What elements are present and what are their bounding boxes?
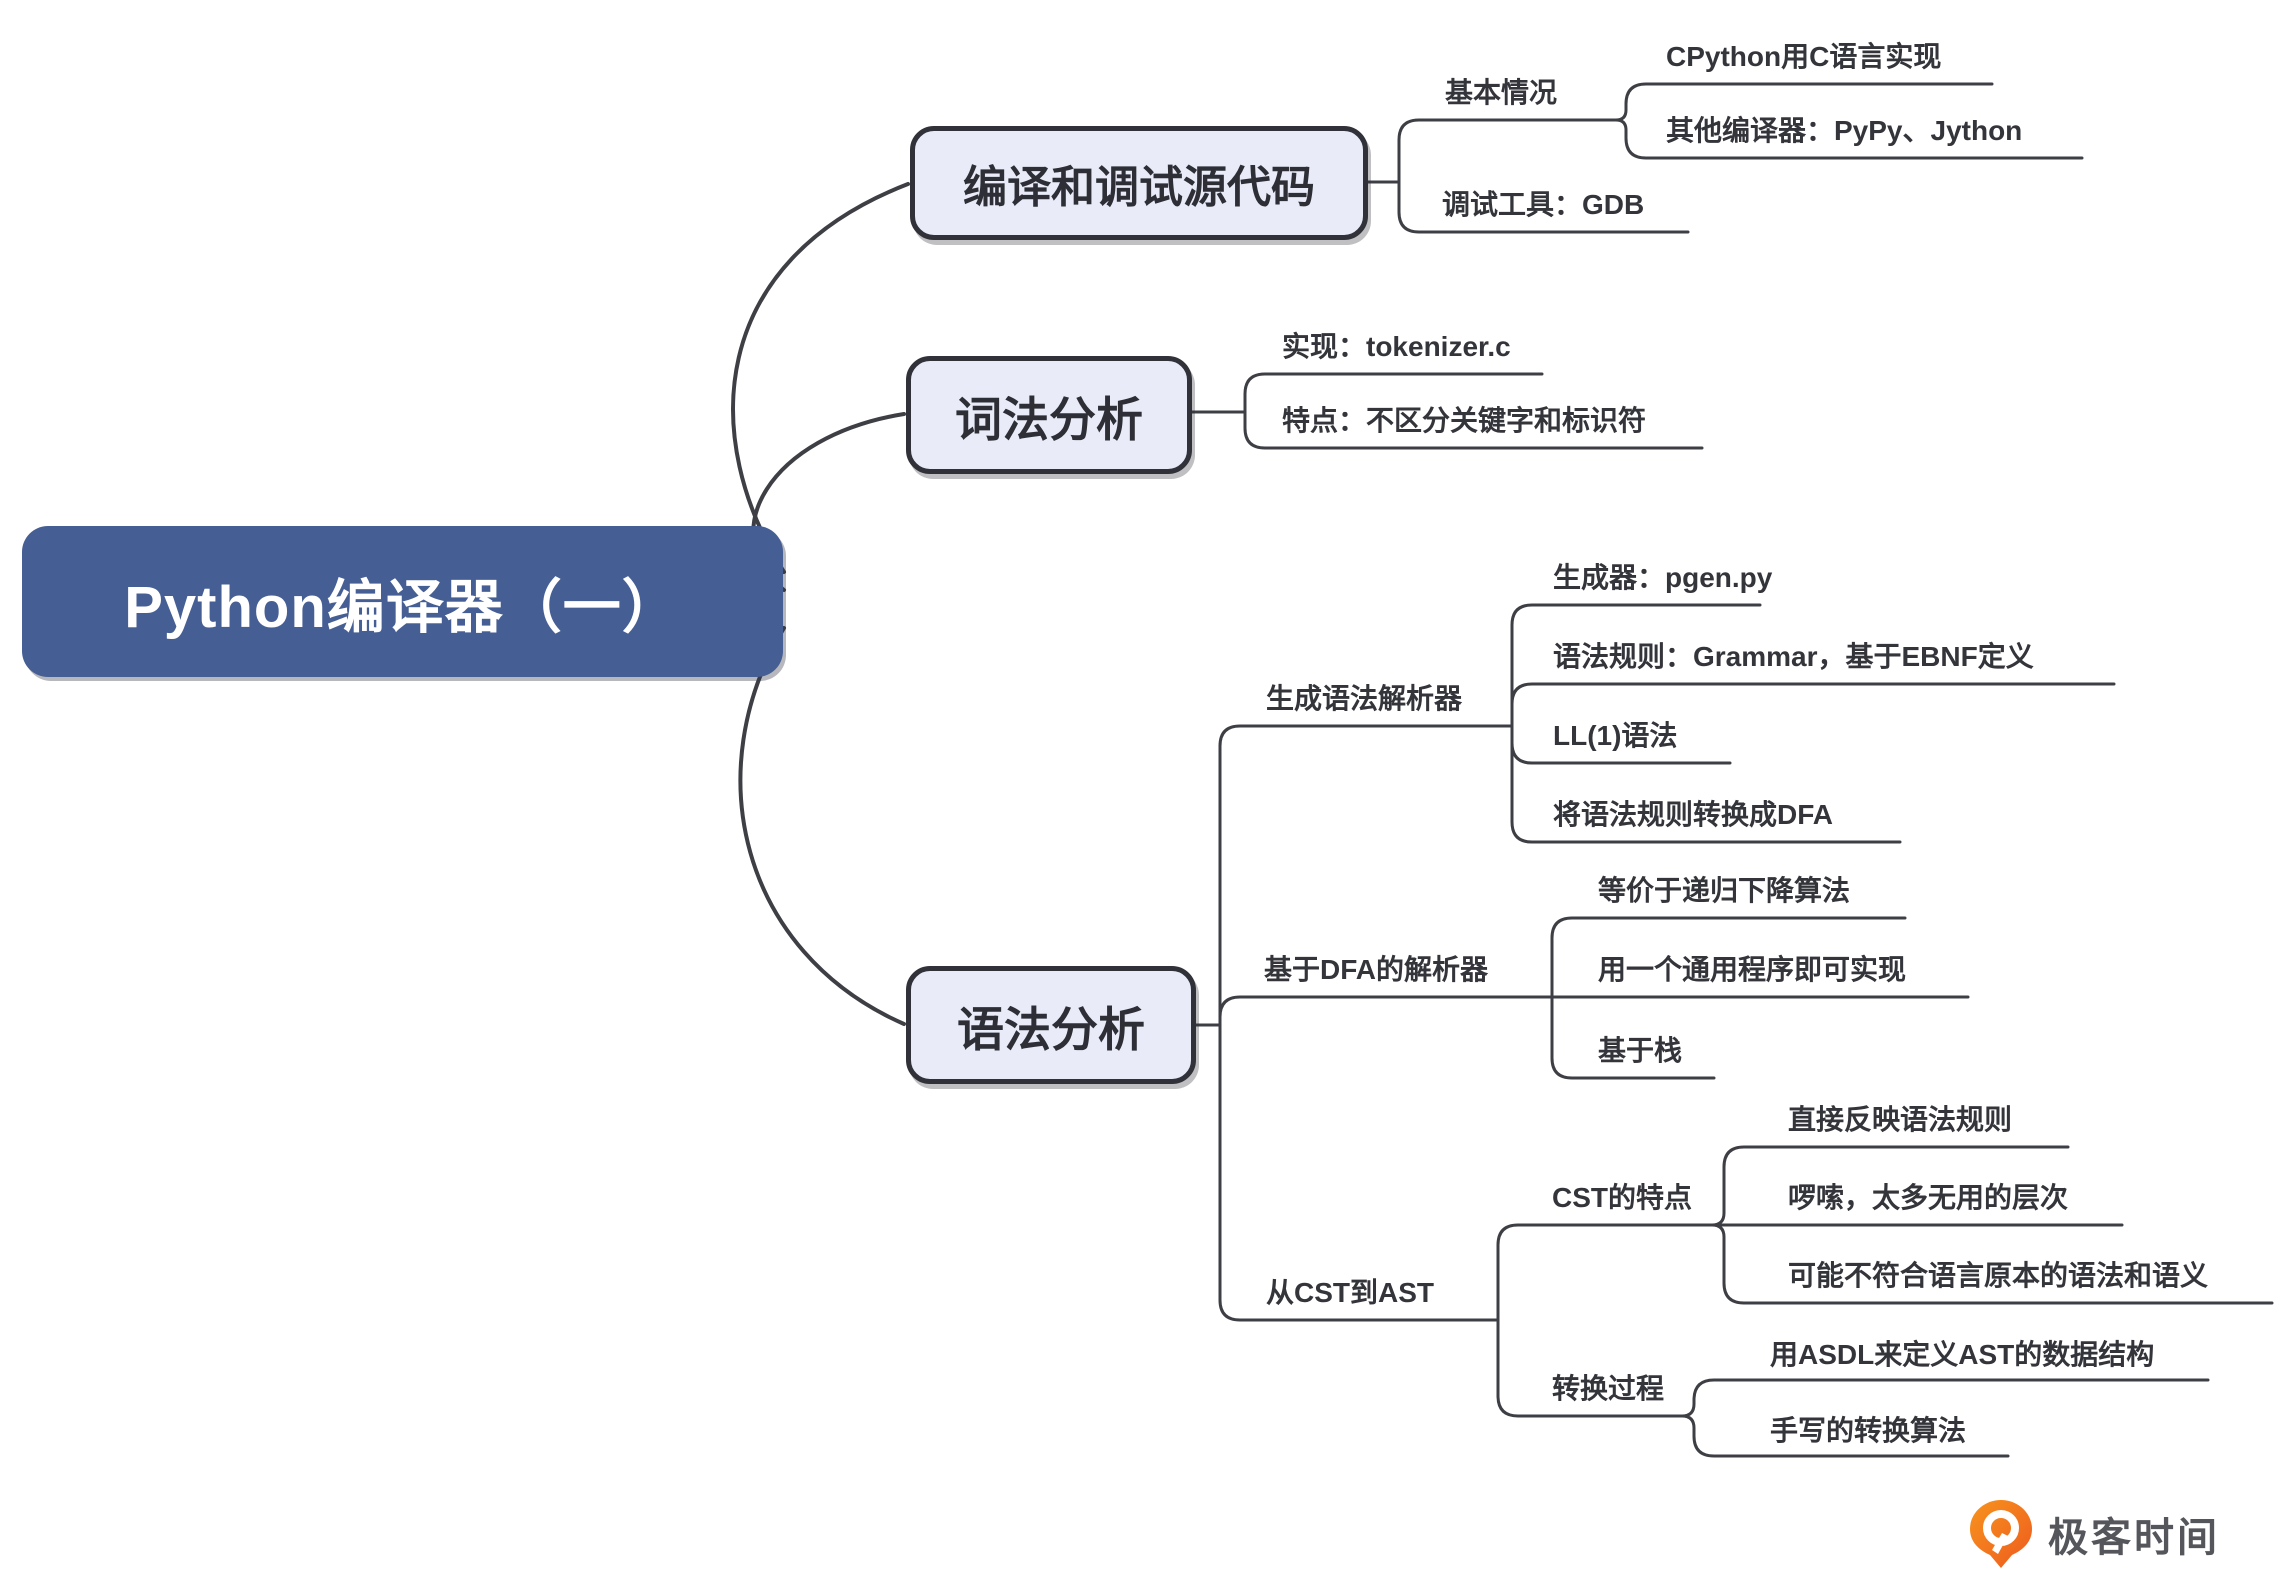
leaf-ll1-grammar: LL(1)语法 bbox=[1553, 720, 1678, 751]
curve-root-to-compile bbox=[731, 182, 910, 574]
leaf-handwritten-algo: 手写的转换算法 bbox=[1770, 1415, 1967, 1446]
root-node-label: Python编译器（一） bbox=[124, 574, 681, 640]
leaf-other-compilers: 其他编译器：PyPy、Jython bbox=[1666, 115, 2023, 146]
leaf-grammar-ebnf: 语法规则：Grammar，基于EBNF定义 bbox=[1553, 641, 2034, 672]
leaf-dfa-parser: 基于DFA的解析器 bbox=[1264, 954, 1489, 985]
branch-node-label: 词法分析 bbox=[955, 392, 1143, 446]
curve-root-to-syntax bbox=[738, 626, 906, 1026]
leaf-verbose-layers: 啰嗦，太多无用的层次 bbox=[1788, 1182, 2069, 1213]
branch-node-lexical-analysis: 词法分析 bbox=[906, 356, 1192, 474]
leaf-debug-tool-gdb: 调试工具：GDB bbox=[1442, 189, 1645, 220]
leaf-generate-parser: 生成语法解析器 bbox=[1266, 683, 1463, 714]
leaf-keyword-identifier: 特点：不区分关键字和标识符 bbox=[1282, 405, 1647, 436]
leaf-reflect-grammar: 直接反映语法规则 bbox=[1788, 1104, 2013, 1135]
geektime-watermark: 极客时间 bbox=[1968, 1498, 2220, 1570]
leaf-asdl-ast: 用ASDL来定义AST的数据结构 bbox=[1770, 1339, 2155, 1370]
leaf-generator-pgen: 生成器：pgen.py bbox=[1553, 562, 1773, 593]
leaf-cst-features: CST的特点 bbox=[1552, 1182, 1693, 1213]
leaf-cpython-c: CPython用C语言实现 bbox=[1666, 41, 1942, 72]
branch-node-syntax-analysis: 语法分析 bbox=[906, 966, 1196, 1084]
leaf-not-match-semantics: 可能不符合语言原本的语法和语义 bbox=[1788, 1260, 2209, 1291]
branch-node-compile-debug: 编译和调试源代码 bbox=[910, 126, 1368, 240]
leaf-generic-program: 用一个通用程序即可实现 bbox=[1598, 954, 1907, 985]
root-node-python-compiler: Python编译器（一） bbox=[22, 526, 783, 677]
leaf-recursive-descent: 等价于递归下降算法 bbox=[1598, 875, 1851, 906]
leaf-basic-situation: 基本情况 bbox=[1445, 77, 1558, 108]
geektime-logo-icon bbox=[1970, 1500, 2032, 1568]
leaf-conversion-process: 转换过程 bbox=[1552, 1373, 1665, 1404]
branch-node-label: 编译和调试源代码 bbox=[963, 163, 1315, 212]
leaf-impl-tokenizer: 实现：tokenizer.c bbox=[1282, 331, 1511, 362]
geektime-logo-text: 极客时间 bbox=[2048, 1516, 2220, 1560]
leaf-rules-to-dfa: 将语法规则转换成DFA bbox=[1553, 799, 1834, 830]
leaf-stack-based: 基于栈 bbox=[1598, 1035, 1683, 1066]
branch-node-label: 语法分析 bbox=[957, 1002, 1145, 1056]
leaf-cst-to-ast: 从CST到AST bbox=[1266, 1277, 1435, 1308]
